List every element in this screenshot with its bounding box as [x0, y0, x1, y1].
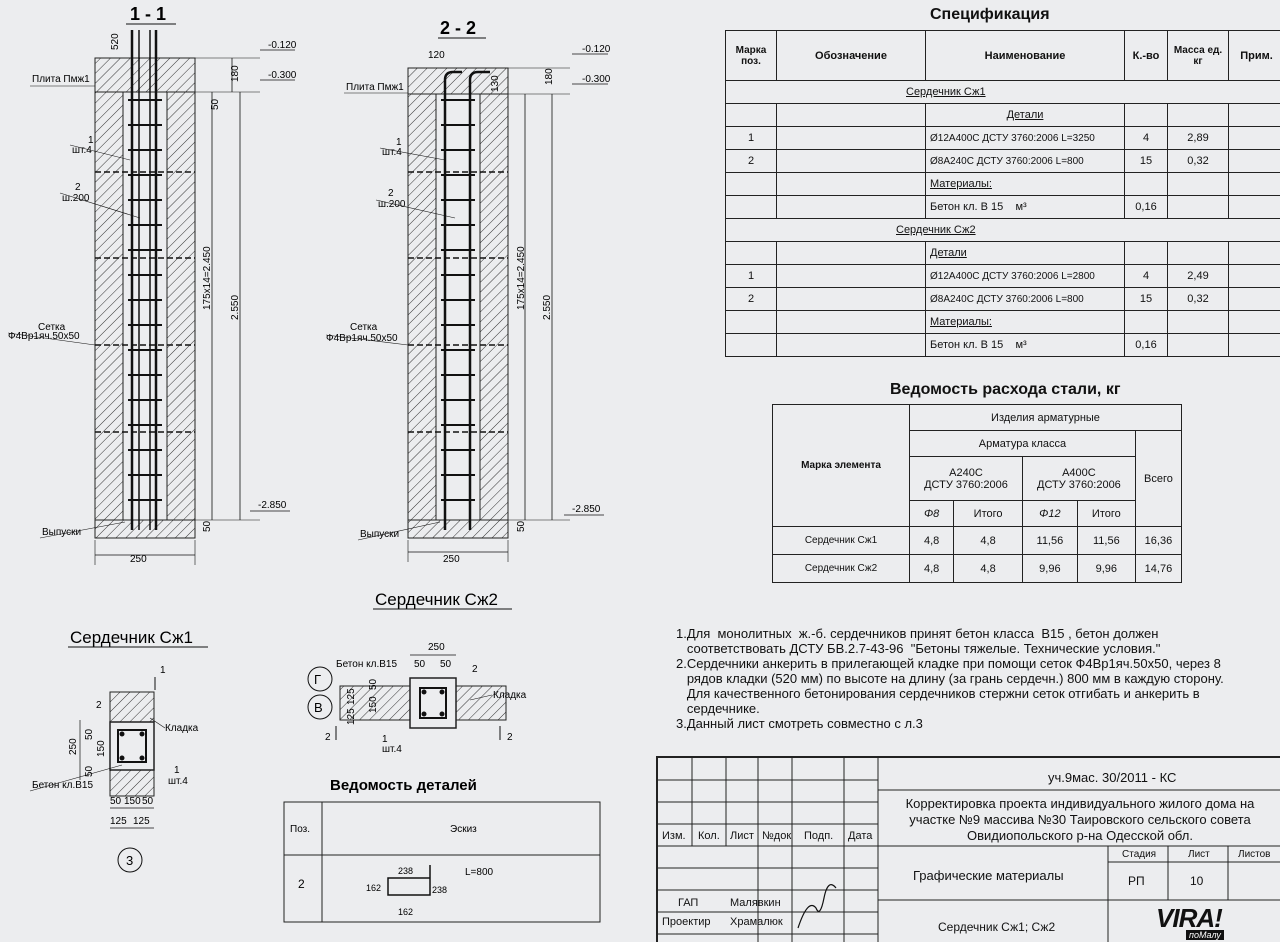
- svg-text:520: 520: [110, 33, 121, 50]
- svg-text:Эскиз: Эскиз: [450, 824, 477, 835]
- svg-text:Ведомость деталей: Ведомость деталей: [330, 777, 477, 794]
- svg-text:Бетон кл.B15: Бетон кл.B15: [336, 659, 397, 670]
- svg-text:шт.4: шт.4: [168, 776, 188, 787]
- logo: VIRA!: [1156, 903, 1223, 933]
- svg-text:50: 50: [210, 98, 221, 110]
- sheet-title: Графические материалы: [913, 868, 1064, 883]
- svg-text:Кладка: Кладка: [165, 723, 199, 734]
- steel-title: Ведомость расхода стали, кг: [890, 381, 1121, 398]
- svg-text:Выпуски: Выпуски: [42, 527, 81, 538]
- svg-text:2: 2: [96, 700, 102, 711]
- svg-text:175х14=2.450: 175х14=2.450: [202, 246, 213, 310]
- notes: 1.Для монолитных ж.-б. сердечников приня…: [676, 626, 1224, 731]
- svg-text:Ф4Вр1яч.50х50: Ф4Вр1яч.50х50: [326, 333, 398, 344]
- svg-text:ш.200: ш.200: [378, 199, 406, 210]
- svg-text:175х14=2.450: 175х14=2.450: [516, 246, 527, 310]
- svg-text:Поз.: Поз.: [290, 824, 310, 835]
- svg-text:2.550: 2.550: [542, 295, 553, 320]
- svg-text:50: 50: [110, 796, 122, 807]
- svg-text:250: 250: [130, 554, 147, 565]
- section-1-1: 1 - 1: [7, 4, 297, 565]
- svg-text:162: 162: [398, 907, 413, 917]
- svg-text:150: 150: [368, 696, 379, 713]
- svg-text:Г: Г: [314, 672, 321, 687]
- section-1-1-title: 1 - 1: [130, 4, 166, 24]
- svg-text:50: 50: [516, 520, 527, 532]
- svg-text:125: 125: [346, 708, 357, 725]
- svg-text:Бетон кл.B15: Бетон кл.B15: [32, 780, 93, 791]
- signature: [797, 884, 837, 929]
- svg-text:162: 162: [366, 883, 381, 893]
- svg-text:шт.4: шт.4: [382, 744, 402, 755]
- svg-text:Сетка: Сетка: [38, 322, 66, 333]
- svg-text:шт.4: шт.4: [72, 145, 92, 156]
- svg-text:1: 1: [382, 734, 388, 745]
- svg-text:шт.4: шт.4: [382, 147, 402, 158]
- svg-text:В: В: [314, 700, 323, 715]
- svg-text:50: 50: [202, 520, 213, 532]
- title-block: уч.9мас. 30/2011 - КС Корректировка прое…: [656, 756, 1280, 942]
- svg-text:180: 180: [230, 65, 241, 82]
- svg-text:238: 238: [432, 885, 447, 895]
- drawing-name: Сердечник Сж1; Сж2: [938, 920, 1056, 934]
- svg-text:L=800: L=800: [465, 867, 494, 878]
- svg-text:Ф4Вр1яч.50х50: Ф4Вр1яч.50х50: [8, 331, 80, 342]
- svg-text:Сердечник Сж2: Сердечник Сж2: [375, 590, 498, 609]
- svg-text:2: 2: [298, 877, 305, 891]
- svg-text:120: 120: [428, 50, 445, 61]
- svg-text:2: 2: [75, 182, 81, 193]
- svg-text:-2.850: -2.850: [258, 500, 287, 511]
- svg-text:Сердечник Сж1: Сердечник Сж1: [70, 628, 193, 647]
- svg-text:1: 1: [88, 135, 94, 146]
- svg-text:1: 1: [174, 765, 180, 776]
- svg-text:Кладка: Кладка: [493, 690, 527, 701]
- svg-text:-0.300: -0.300: [268, 70, 297, 81]
- svg-text:250: 250: [68, 738, 79, 755]
- svg-text:250: 250: [443, 554, 460, 565]
- stamp-code: уч.9мас. 30/2011 - КС: [1048, 770, 1177, 785]
- section-drawings: 1 - 1: [7, 4, 611, 923]
- svg-text:125: 125: [110, 816, 127, 827]
- svg-text:Плита Пмж1: Плита Пмж1: [346, 82, 404, 93]
- svg-text:2: 2: [388, 188, 394, 199]
- svg-text:2: 2: [325, 732, 331, 743]
- svg-text:150: 150: [124, 796, 141, 807]
- section-2-2: 2 - 2 175х14=2.450 2.550 1: [325, 18, 611, 565]
- svg-text:180: 180: [544, 68, 555, 85]
- spec-title: Спецификация: [930, 6, 1050, 23]
- svg-text:125: 125: [133, 816, 150, 827]
- svg-text:2: 2: [472, 664, 478, 675]
- svg-text:150: 150: [96, 740, 107, 757]
- svg-text:Выпуски: Выпуски: [360, 529, 399, 540]
- svg-text:250: 250: [428, 642, 445, 653]
- details-table: Ведомость деталей Поз. Эскиз 2 238 238 1…: [283, 777, 601, 923]
- svg-text:2 - 2: 2 - 2: [440, 18, 476, 38]
- svg-text:-0.300: -0.300: [582, 74, 611, 85]
- plan-sj1: Сердечник Сж1 1 Кладка 2 1 шт.4 Бетон кл…: [29, 628, 208, 873]
- svg-text:50: 50: [84, 765, 95, 777]
- stamp-project: Корректировка проекта индивидуального жи…: [905, 796, 1255, 843]
- svg-text:Сетка: Сетка: [350, 322, 378, 333]
- steel-table: Марка элемента Изделия арматурные Армату…: [772, 404, 1183, 583]
- svg-text:Плита Пмж1: Плита Пмж1: [32, 74, 90, 85]
- svg-text:50: 50: [440, 659, 452, 670]
- svg-text:2: 2: [507, 732, 513, 743]
- svg-text:2.550: 2.550: [230, 295, 241, 320]
- svg-text:238: 238: [398, 866, 413, 876]
- svg-text:50: 50: [414, 659, 426, 670]
- svg-text:50: 50: [368, 678, 379, 690]
- svg-text:-2.850: -2.850: [572, 504, 601, 515]
- svg-text:50: 50: [142, 796, 154, 807]
- svg-text:50: 50: [84, 728, 95, 740]
- svg-text:-0.120: -0.120: [268, 40, 297, 51]
- spec-table: Марка поз. Обозначение Наименование К.-в…: [725, 30, 1280, 357]
- svg-text:1: 1: [160, 665, 166, 676]
- svg-text:ш.200: ш.200: [62, 193, 90, 204]
- svg-text:1: 1: [396, 137, 402, 148]
- svg-text:3: 3: [126, 853, 133, 868]
- svg-text:130: 130: [490, 75, 501, 92]
- plan-sj2: Сердечник Сж2 Г В 250 Бетон кл.B15 50 50…: [307, 590, 527, 755]
- svg-text:-0.120: -0.120: [582, 44, 611, 55]
- svg-text:125: 125: [346, 688, 357, 705]
